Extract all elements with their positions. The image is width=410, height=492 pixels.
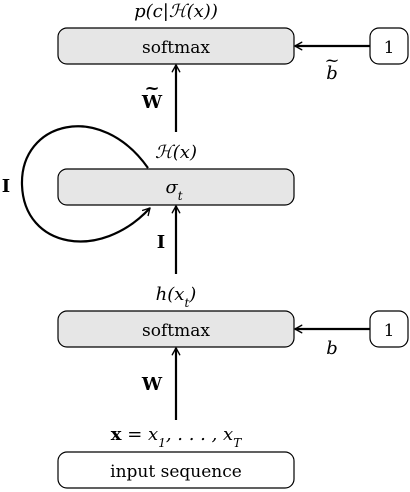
top-softmax-node: softmax	[57, 27, 295, 65]
w-tilde-label: W	[141, 92, 163, 113]
identity-loop-label: I	[2, 176, 10, 197]
top-softmax-caption: p(c|ℋ(x))	[134, 1, 218, 22]
bottom-softmax-caption: h(xt)	[156, 284, 197, 310]
input-sequence-node: input sequence	[57, 451, 295, 489]
identity-vertical-label: I	[157, 232, 165, 253]
top-bias-node: 1	[369, 27, 409, 65]
sigma-node: σt	[57, 168, 295, 206]
top-softmax-label: softmax	[142, 38, 210, 58]
input-sequence-label: input sequence	[110, 462, 242, 482]
bottom-bias-node: 1	[369, 310, 409, 348]
sigma-node-caption: ℋ(x)	[155, 142, 197, 163]
bottom-softmax-node: softmax	[57, 310, 295, 348]
bottom-bias-value: 1	[384, 321, 395, 341]
bottom-softmax-label: softmax	[142, 321, 210, 341]
input-caption: x = x1, . . . , xT	[111, 424, 242, 450]
top-bias-edge-label-accent: ~	[324, 50, 339, 71]
top-bias-edge-label: b	[326, 63, 338, 84]
top-bias-value: 1	[384, 38, 395, 58]
sigma-label: σt	[165, 177, 182, 203]
w-tilde-accent: ~	[144, 78, 159, 99]
bottom-bias-edge-label: b	[326, 338, 338, 359]
identity-loop-edge	[20, 125, 151, 243]
w-label: W	[141, 374, 163, 395]
